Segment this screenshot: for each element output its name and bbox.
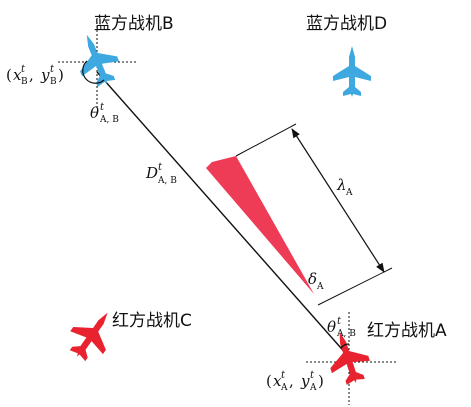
svg-text:D: D: [145, 164, 158, 182]
svg-text:A: A: [309, 383, 317, 393]
svg-text:): ): [318, 372, 324, 390]
svg-text:δ: δ: [308, 270, 317, 288]
svg-text:y: y: [40, 66, 50, 84]
svg-text:y: y: [300, 372, 310, 390]
svg-text:A: A: [280, 383, 288, 393]
label-blue-b: 蓝方战机B: [94, 14, 174, 34]
label-red-a: 红方战机A: [367, 321, 447, 341]
range-edge-far: [235, 123, 297, 157]
svg-text:A, B: A, B: [99, 115, 119, 125]
angle-label-theta-b: θ t A, B: [90, 102, 119, 125]
distance-label: D t A, B: [145, 162, 177, 186]
position-label-b: ( x t B , y t B ): [6, 64, 64, 87]
svg-text:A: A: [345, 188, 353, 198]
svg-text:): ): [58, 66, 64, 84]
angle-label-theta-a: θ t A, B: [327, 316, 356, 339]
svg-text:(: (: [6, 66, 12, 84]
svg-text:B: B: [21, 77, 28, 87]
attack-sector: [206, 156, 314, 294]
angle-arc-a: [340, 343, 350, 349]
svg-text:,: ,: [29, 66, 34, 84]
svg-text:(: (: [266, 372, 272, 390]
svg-text:λ: λ: [336, 176, 347, 194]
angle-label-delta: δ A: [308, 270, 324, 292]
svg-text:B: B: [50, 77, 57, 87]
svg-text:t: t: [21, 64, 26, 75]
range-label-lambda: λ A: [336, 176, 353, 198]
svg-text:x: x: [273, 372, 282, 390]
label-red-c: 红方战机C: [112, 311, 192, 331]
label-blue-d: 蓝方战机D: [306, 14, 387, 34]
position-label-a: ( x t A , y t A ): [266, 370, 324, 393]
svg-text:t: t: [100, 102, 105, 113]
svg-text:A: A: [316, 282, 324, 292]
svg-text:t: t: [281, 370, 286, 381]
svg-text:,: ,: [289, 372, 294, 390]
svg-text:t: t: [337, 316, 342, 327]
svg-text:t: t: [158, 162, 163, 173]
range-edge-near: [317, 267, 393, 306]
svg-text:A, B: A, B: [157, 176, 177, 186]
svg-text:θ: θ: [90, 104, 99, 122]
svg-text:x: x: [13, 66, 22, 84]
jet-icon-blue-d: [333, 46, 371, 97]
line-of-sight-a-b: [96, 71, 349, 357]
svg-text:A, B: A, B: [336, 329, 356, 339]
svg-text:θ: θ: [327, 318, 336, 336]
jet-icon-blue-b: [68, 27, 126, 92]
range-arrow: [291, 128, 385, 273]
svg-text:t: t: [50, 64, 55, 75]
angle-arc-b: [82, 60, 105, 84]
svg-text:t: t: [310, 370, 315, 381]
